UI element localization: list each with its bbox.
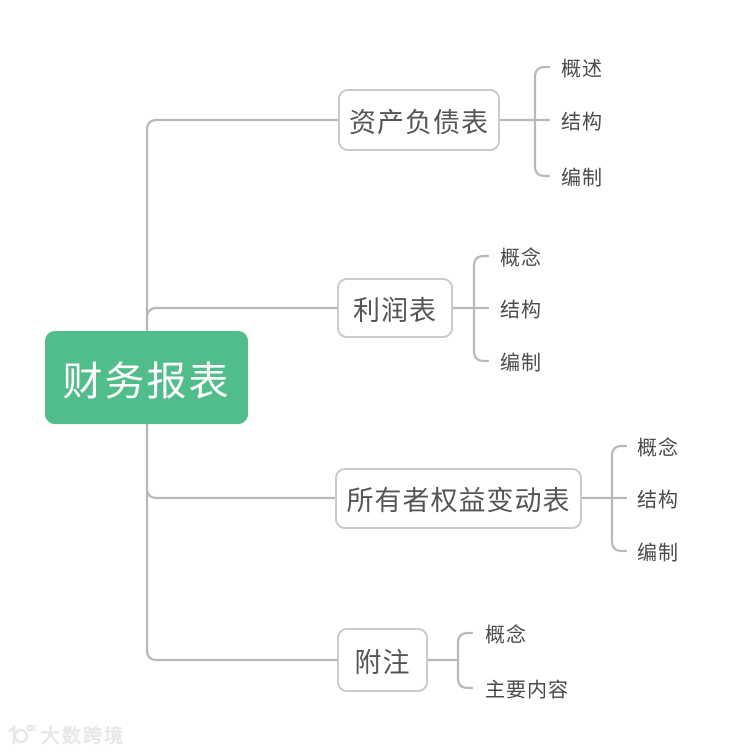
bracket-income-top (472, 254, 490, 310)
topic-income-statement[interactable]: 利润表 (337, 278, 453, 338)
branch-line-balance (145, 118, 340, 379)
leaf-income-structure[interactable]: 结构 (500, 299, 542, 322)
topic-equity-changes[interactable]: 所有者权益变动表 (335, 468, 582, 529)
watermark-text: 大数跨境 (41, 726, 126, 747)
bracket-notes-top (456, 631, 474, 662)
dashukuajing-logo-icon (6, 723, 36, 747)
leaf-notes-main-content[interactable]: 主要内容 (485, 679, 569, 702)
watermark: 大数跨境 (6, 721, 125, 748)
leaf-equity-concept[interactable]: 概念 (637, 437, 679, 460)
bracket-equity-top (610, 444, 628, 500)
topic-label: 所有者权益变动表 (346, 486, 571, 516)
topic-label: 利润表 (353, 295, 437, 326)
topic-notes[interactable]: 附注 (337, 628, 428, 692)
topic-balance-sheet[interactable]: 资产负债表 (338, 89, 500, 151)
branch-line-notes (145, 375, 339, 662)
root-node-financial-statements[interactable]: 财务报表 (45, 331, 248, 424)
leaf-notes-concept[interactable]: 概念 (485, 624, 527, 647)
leaf-equity-structure[interactable]: 结构 (637, 489, 679, 512)
branch-line-income (145, 306, 339, 379)
leaf-balance-preparation[interactable]: 编制 (561, 167, 603, 190)
bracket-equity-bottom (610, 496, 628, 553)
bracket-notes-bottom (456, 658, 474, 690)
leaf-equity-preparation[interactable]: 编制 (637, 542, 679, 565)
bracket-income-bottom (472, 306, 490, 363)
topic-label: 资产负债表 (349, 107, 489, 138)
bracket-balance-bottom (533, 118, 551, 178)
leaf-income-preparation[interactable]: 编制 (500, 352, 542, 375)
root-node-label: 财务报表 (62, 359, 231, 404)
leaf-income-concept[interactable]: 概念 (500, 247, 542, 270)
topic-label: 附注 (354, 647, 411, 678)
bracket-balance-top (533, 65, 551, 122)
leaf-balance-structure[interactable]: 结构 (561, 111, 603, 134)
leaf-balance-overview[interactable]: 概述 (561, 58, 603, 81)
